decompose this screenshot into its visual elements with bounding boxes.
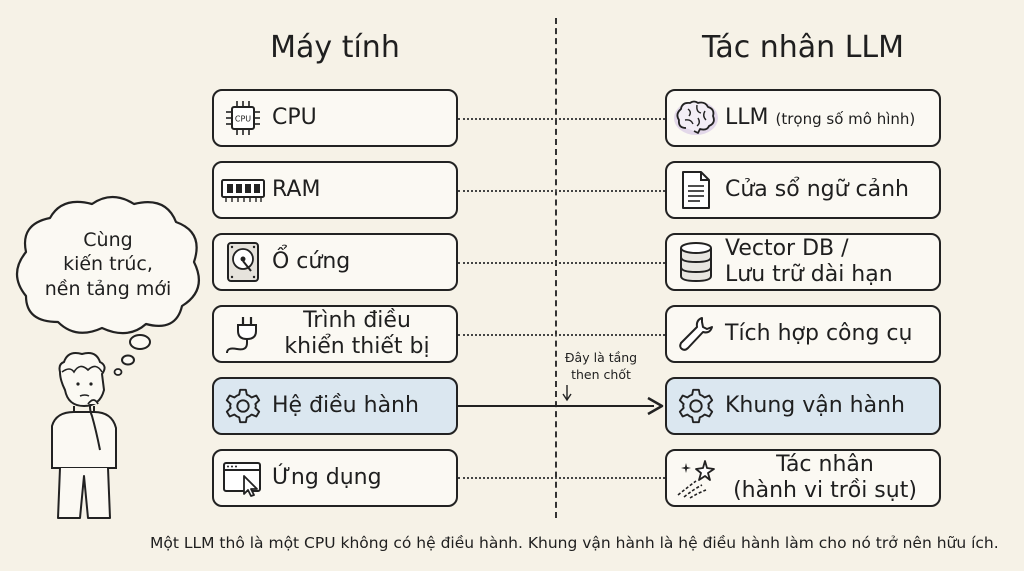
box-cpu: CPU CPU <box>212 89 458 147</box>
label-agent: Tác nhân (hành vi trồi sụt) <box>725 452 939 505</box>
label-tool-integration: Tích hợp công cụ <box>725 320 913 346</box>
app-window-icon <box>214 451 272 505</box>
box-harness-framework: Khung vận hành <box>665 377 941 435</box>
label-llm-sub: (trọng số mô hình) <box>775 109 916 128</box>
thought-line-2: kiến trúc, <box>63 253 153 276</box>
plug-icon <box>214 307 272 361</box>
label-llm-main: LLM <box>725 104 769 130</box>
cpu-chip-text: CPU <box>235 115 251 124</box>
arrow-head-icon <box>647 396 664 416</box>
caption: Một LLM thô là một CPU không có hệ điều … <box>150 534 999 552</box>
label-llm: LLM (trọng số mô hình) <box>725 105 915 131</box>
connector-row-2 <box>458 190 665 192</box>
label-ram: RAM <box>272 176 321 202</box>
box-agent: Tác nhân (hành vi trồi sụt) <box>665 449 941 507</box>
key-layer-note: Đây là tầng then chốt <box>556 350 646 384</box>
label-agent-line-1: Tác nhân <box>776 451 874 477</box>
box-device-driver: Trình điều khiển thiết bị <box>212 305 458 363</box>
key-arrow-line <box>458 405 654 407</box>
key-layer-note-line-1: Đây là tầng <box>564 350 638 365</box>
label-hard-drive: Ổ cứng <box>272 248 351 274</box>
box-operating-system: Hệ điều hành <box>212 377 458 435</box>
database-icon <box>667 235 725 289</box>
label-vector-db-line-2: Lưu trữ dài hạn <box>725 262 893 287</box>
label-operating-system: Hệ điều hành <box>272 392 419 418</box>
box-hard-drive: Ổ cứng <box>212 233 458 291</box>
connector-row-3 <box>458 262 665 264</box>
left-column-title: Máy tính <box>270 30 400 65</box>
hard-drive-icon <box>214 235 272 289</box>
connector-row-1 <box>458 118 665 120</box>
label-vector-db: Vector DB / Lưu trữ dài hạn <box>725 236 893 289</box>
connector-row-6 <box>458 477 665 479</box>
box-vector-db: Vector DB / Lưu trữ dài hạn <box>665 233 941 291</box>
connector-row-4 <box>458 334 665 336</box>
wrench-icon <box>667 307 725 361</box>
label-cpu: CPU <box>272 104 317 130</box>
document-icon <box>667 163 725 217</box>
label-harness-framework: Khung vận hành <box>725 392 905 418</box>
key-layer-note-line-2: then chốt <box>571 366 631 382</box>
ram-icon <box>214 163 272 217</box>
right-column-title: Tác nhân LLM <box>701 30 905 65</box>
cpu-icon: CPU <box>214 91 272 145</box>
center-divider <box>555 18 557 518</box>
label-application: Ứng dụng <box>272 464 382 490</box>
thought-text: Cùng kiến trúc, nền tảng mới <box>28 228 188 301</box>
box-application: Ứng dụng <box>212 449 458 507</box>
label-context-window: Cửa sổ ngữ cảnh <box>725 176 910 202</box>
gear-icon <box>667 379 725 433</box>
box-context-window: Cửa sổ ngữ cảnh <box>665 161 941 219</box>
box-llm: LLM (trọng số mô hình) <box>665 89 941 147</box>
thinking-person-icon <box>51 352 117 519</box>
brain-icon <box>667 91 725 145</box>
gear-icon <box>214 379 272 433</box>
box-ram: RAM <box>212 161 458 219</box>
label-device-driver: Trình điều khiển thiết bị <box>284 307 430 359</box>
label-vector-db-line-1: Vector DB / <box>725 235 849 261</box>
arrow-down-icon <box>562 385 572 402</box>
thought-line-3: nền tảng mới <box>44 277 172 300</box>
sparkles-icon <box>667 451 725 505</box>
label-agent-line-2: (hành vi trồi sụt) <box>733 478 917 503</box>
thought-line-1: Cùng <box>83 229 133 251</box>
thought-bubble <box>15 195 200 376</box>
box-tool-integration: Tích hợp công cụ <box>665 305 941 363</box>
